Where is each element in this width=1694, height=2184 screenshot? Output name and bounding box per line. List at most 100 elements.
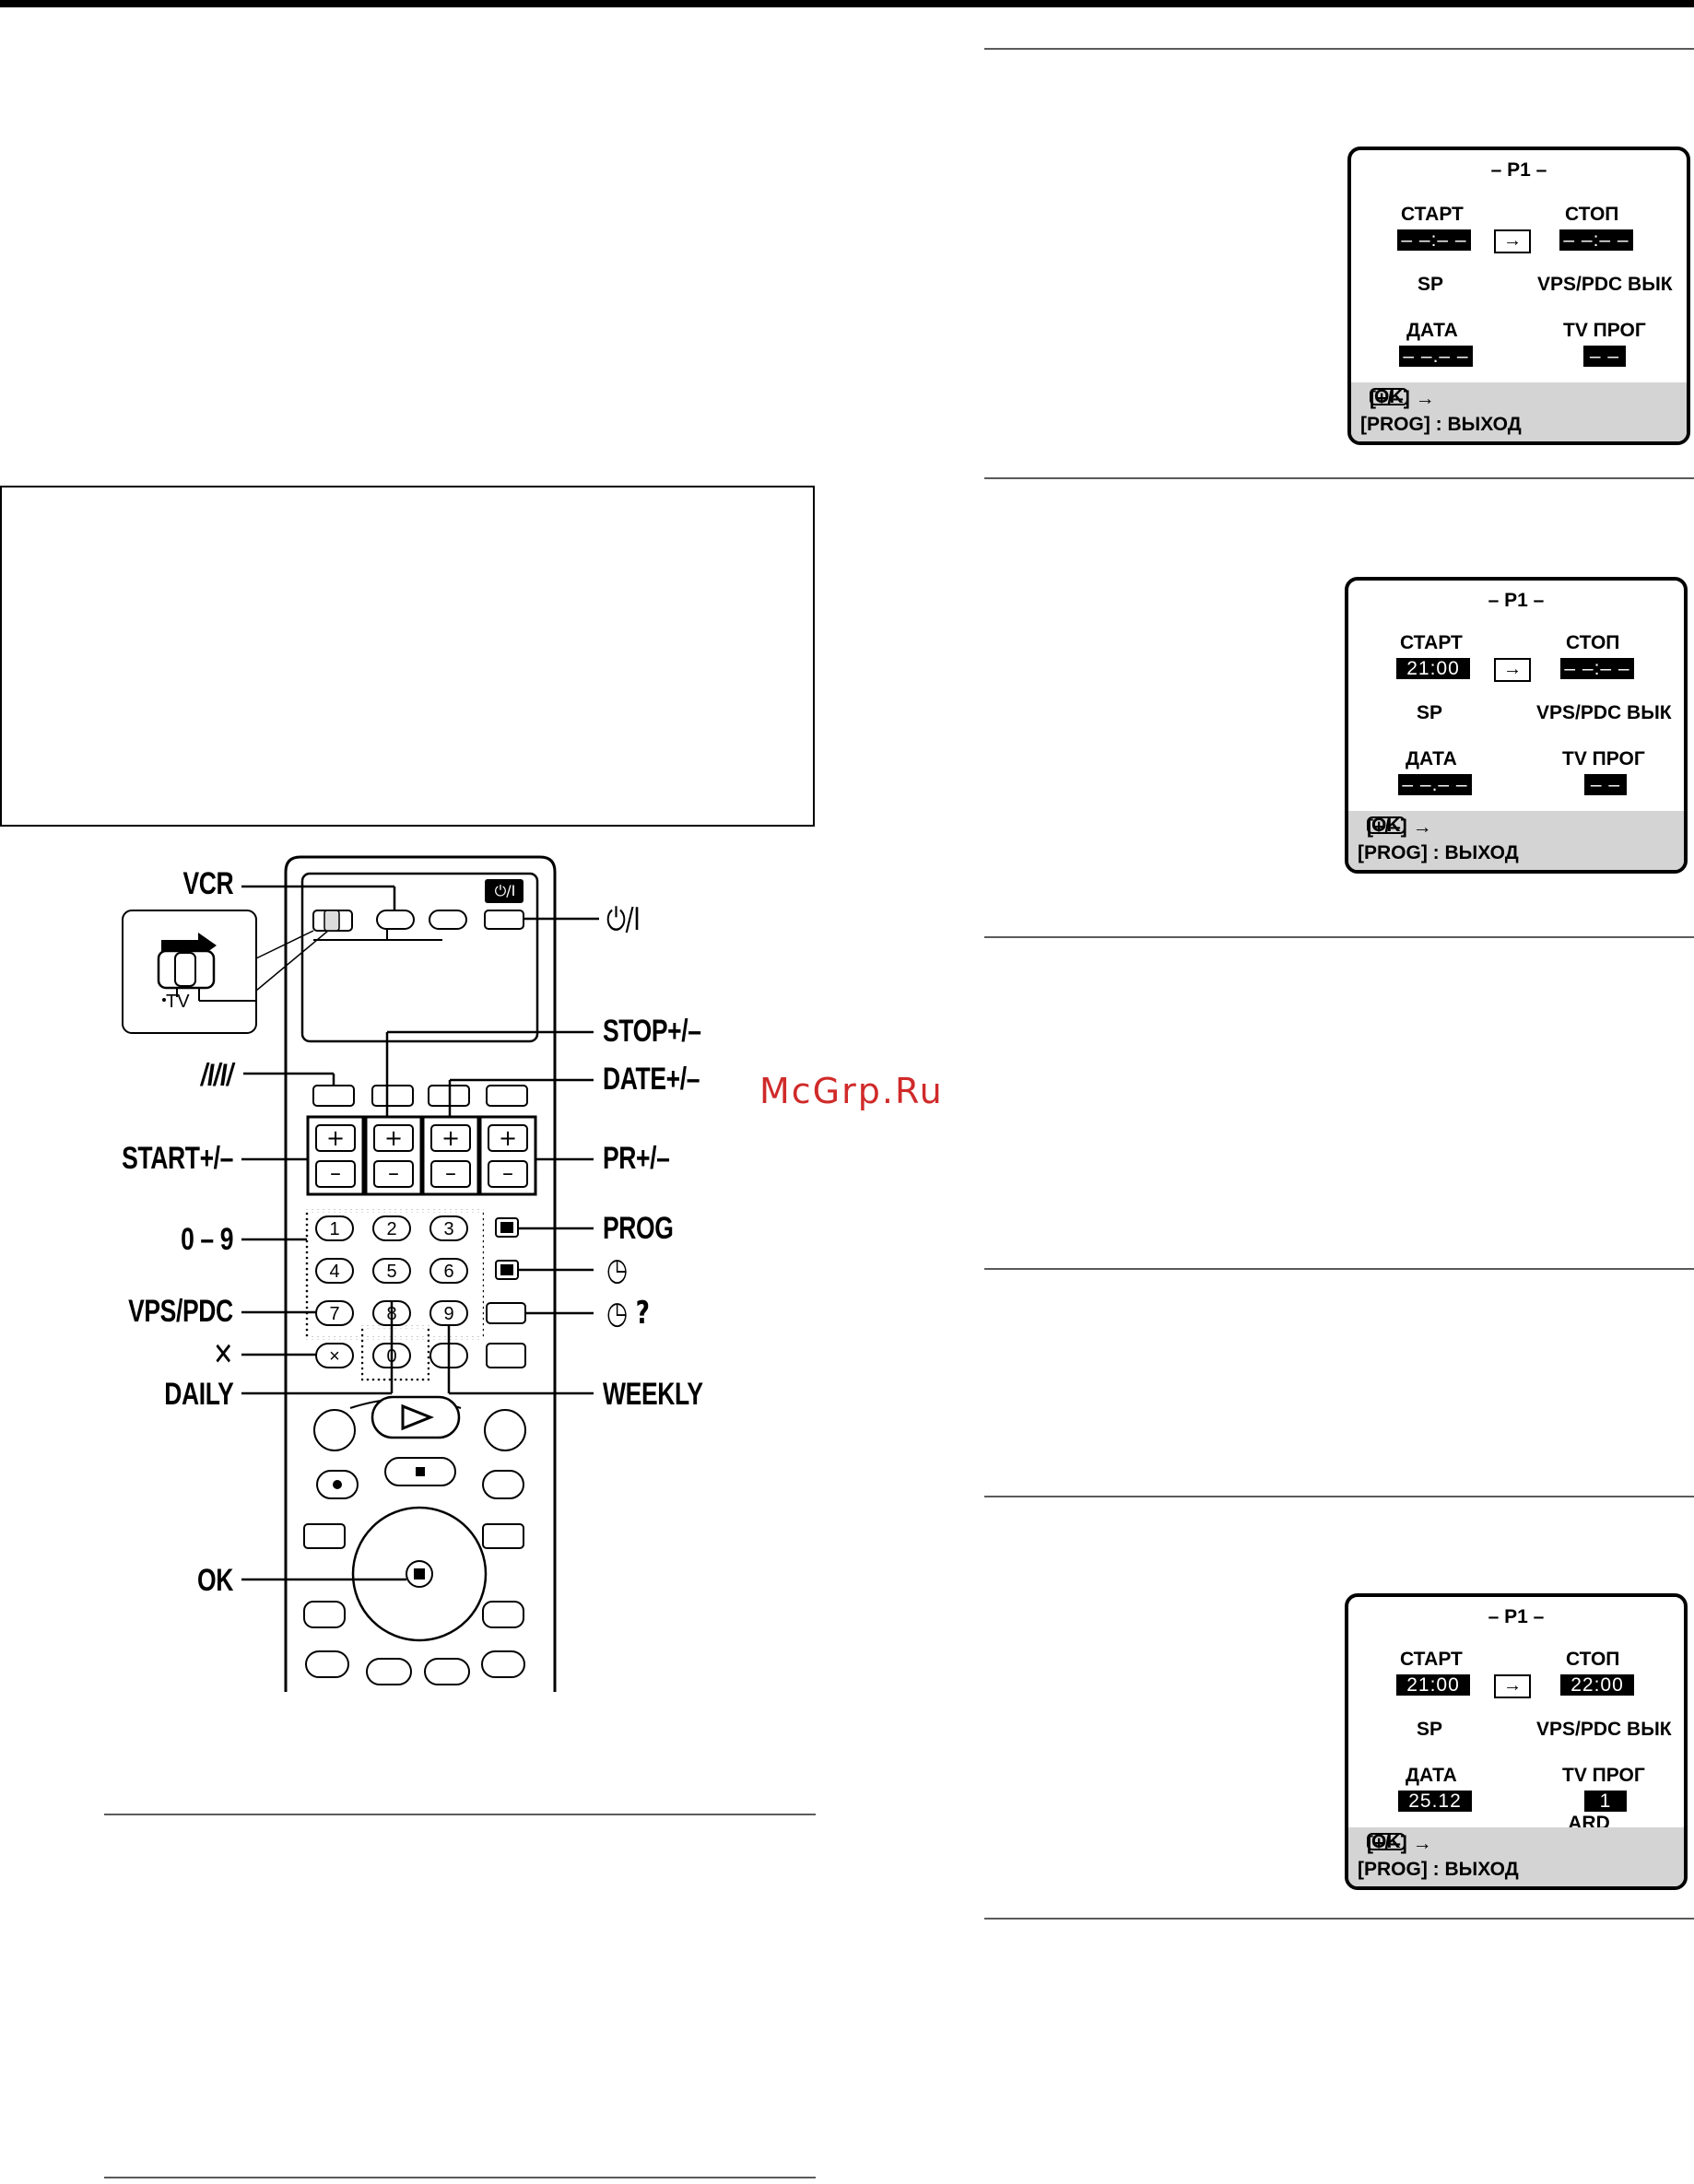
svg-text:–: – — [388, 1160, 399, 1186]
svg-text:3: 3 — [443, 1219, 453, 1239]
rewind-button — [313, 1409, 356, 1451]
date-value: – –.– – — [1398, 774, 1472, 795]
watermark: McGrp.Ru — [759, 1071, 944, 1111]
stop-value: – –:– – — [1560, 658, 1634, 679]
remote-top-panel — [300, 872, 539, 1043]
section-divider — [984, 48, 1694, 50]
svg-text:5: 5 — [386, 1262, 396, 1282]
stop-value: 22:00 — [1560, 1674, 1634, 1696]
note-box — [0, 486, 815, 827]
stop-plus-minus-key — [364, 1115, 423, 1196]
date-label: ДАТА — [1406, 320, 1458, 341]
speed-label: SP — [1418, 274, 1444, 295]
vps-status: VPS/PDC ВЫК — [1536, 1719, 1672, 1740]
svg-text:7: 7 — [329, 1304, 339, 1324]
tv-mode-button — [312, 1085, 355, 1107]
date-label: ДАТА — [1406, 748, 1457, 769]
tv-button — [429, 910, 467, 930]
section-divider — [984, 1496, 1694, 1497]
section-divider — [984, 936, 1694, 938]
label-prog: PROG — [603, 1211, 674, 1246]
svg-text:4: 4 — [329, 1262, 339, 1282]
footer-exit: [PROG] : ВЫХОД — [1358, 1859, 1519, 1880]
tv-prog-label: TV ПРОГ — [1563, 320, 1646, 341]
label-cancel: ✕ — [213, 1336, 233, 1373]
section-divider — [984, 1268, 1694, 1270]
label-ok: OK — [197, 1563, 233, 1598]
start-value: – –:– – — [1397, 229, 1471, 251]
label-digits: 0 – 9 — [180, 1222, 233, 1257]
power-key-label: ⏻/I — [494, 882, 516, 899]
svg-text:×: × — [329, 1346, 340, 1367]
tv-prog-label: TV ПРОГ — [1562, 1765, 1645, 1786]
label-tv-mode: /I/I/ — [201, 1058, 233, 1093]
section-divider — [104, 1814, 816, 1815]
footer-exit: [PROG] : ВЫХОД — [1358, 842, 1519, 863]
svg-text:–: – — [502, 1160, 513, 1186]
osd-screen-3: – P1 – СТАРТ 21:00 → СТОП 22:00 SP VPS/P… — [1345, 1593, 1688, 1890]
osd-footer: [+/–] → OK [PROG] : ВЫХОД — [1351, 382, 1687, 441]
switch-tv-label: TV — [166, 992, 190, 1012]
program-title: – P1 – — [1488, 590, 1545, 611]
play-icon — [401, 1403, 435, 1431]
skip-forward-button — [482, 1523, 524, 1549]
svg-text:2: 2 — [386, 1219, 396, 1239]
date-label: ДАТА — [1406, 1765, 1457, 1786]
svg-text:+: + — [441, 1125, 460, 1151]
numeric-keypad-area — [305, 1209, 484, 1340]
arrow-icon: → — [1494, 1674, 1531, 1698]
label-timer-check: ◷ ? — [606, 1295, 650, 1332]
label-date: DATE+/– — [603, 1062, 700, 1097]
svg-text:9: 9 — [443, 1304, 453, 1324]
label-vcr: VCR — [182, 866, 233, 901]
date-value: – –.– – — [1399, 346, 1473, 367]
section-divider — [984, 1918, 1694, 1920]
label-vps-pdc: VPS/PDC — [128, 1294, 233, 1329]
start-value: 21:00 — [1396, 1674, 1470, 1696]
start-label: СТАРТ — [1400, 632, 1463, 653]
label-power: ⏻/I — [606, 901, 641, 938]
ok-key-icon: OK — [1367, 816, 1406, 835]
section-divider — [104, 2177, 816, 2178]
date-value: 25.12 — [1398, 1791, 1472, 1812]
tv-prog-value: – – — [1583, 346, 1626, 367]
tv-prog-value: – – — [1584, 774, 1627, 795]
ok-key-icon: OK — [1367, 1832, 1406, 1851]
number-keys — [315, 1215, 526, 1368]
stop-label: СТОП — [1566, 632, 1620, 653]
power-button — [485, 879, 523, 903]
skip-back-button — [303, 1523, 346, 1549]
vps-status: VPS/PDC ВЫК — [1537, 274, 1673, 295]
start-label: СТАРТ — [1401, 204, 1464, 225]
osd-screen-1: – P1 – СТАРТ – –:– – → СТОП – –:– – SP V… — [1347, 147, 1690, 445]
pr-plus-minus-key — [478, 1115, 537, 1196]
svg-text:–: – — [330, 1160, 341, 1186]
standby-button — [484, 910, 524, 930]
ok-key-icon: OK — [1370, 387, 1408, 406]
program-title: – P1 – — [1488, 1606, 1545, 1627]
stop-label: СТОП — [1566, 1649, 1620, 1670]
top-rule — [0, 0, 1694, 7]
fast-forward-button — [484, 1409, 526, 1451]
stop-value: – –:– – — [1559, 229, 1633, 251]
osd-footer: [+/–] → OK [PROG] : ВЫХОД — [1348, 811, 1684, 870]
svg-text:1: 1 — [329, 1219, 339, 1239]
footer-exit: [PROG] : ВЫХОД — [1360, 414, 1522, 435]
svg-text:–: – — [445, 1160, 456, 1186]
svg-text:6: 6 — [443, 1262, 453, 1282]
arrow-icon: → — [1494, 658, 1531, 682]
section-divider — [984, 477, 1694, 479]
label-pr: PR+/– — [603, 1141, 670, 1176]
label-start: START+/– — [122, 1141, 233, 1176]
tv-prog-value: 1 — [1584, 1791, 1627, 1812]
start-plus-minus-key — [306, 1115, 365, 1196]
vps-status: VPS/PDC ВЫК — [1536, 702, 1672, 723]
leader-lines — [241, 885, 599, 1581]
stop-label: СТОП — [1565, 204, 1619, 225]
arrow-icon: → — [1494, 229, 1531, 253]
start-value: 21:00 — [1396, 658, 1470, 679]
program-title: – P1 – — [1490, 159, 1547, 181]
tv-prog-label: TV ПРОГ — [1562, 748, 1645, 769]
speed-label: SP — [1417, 1719, 1443, 1740]
